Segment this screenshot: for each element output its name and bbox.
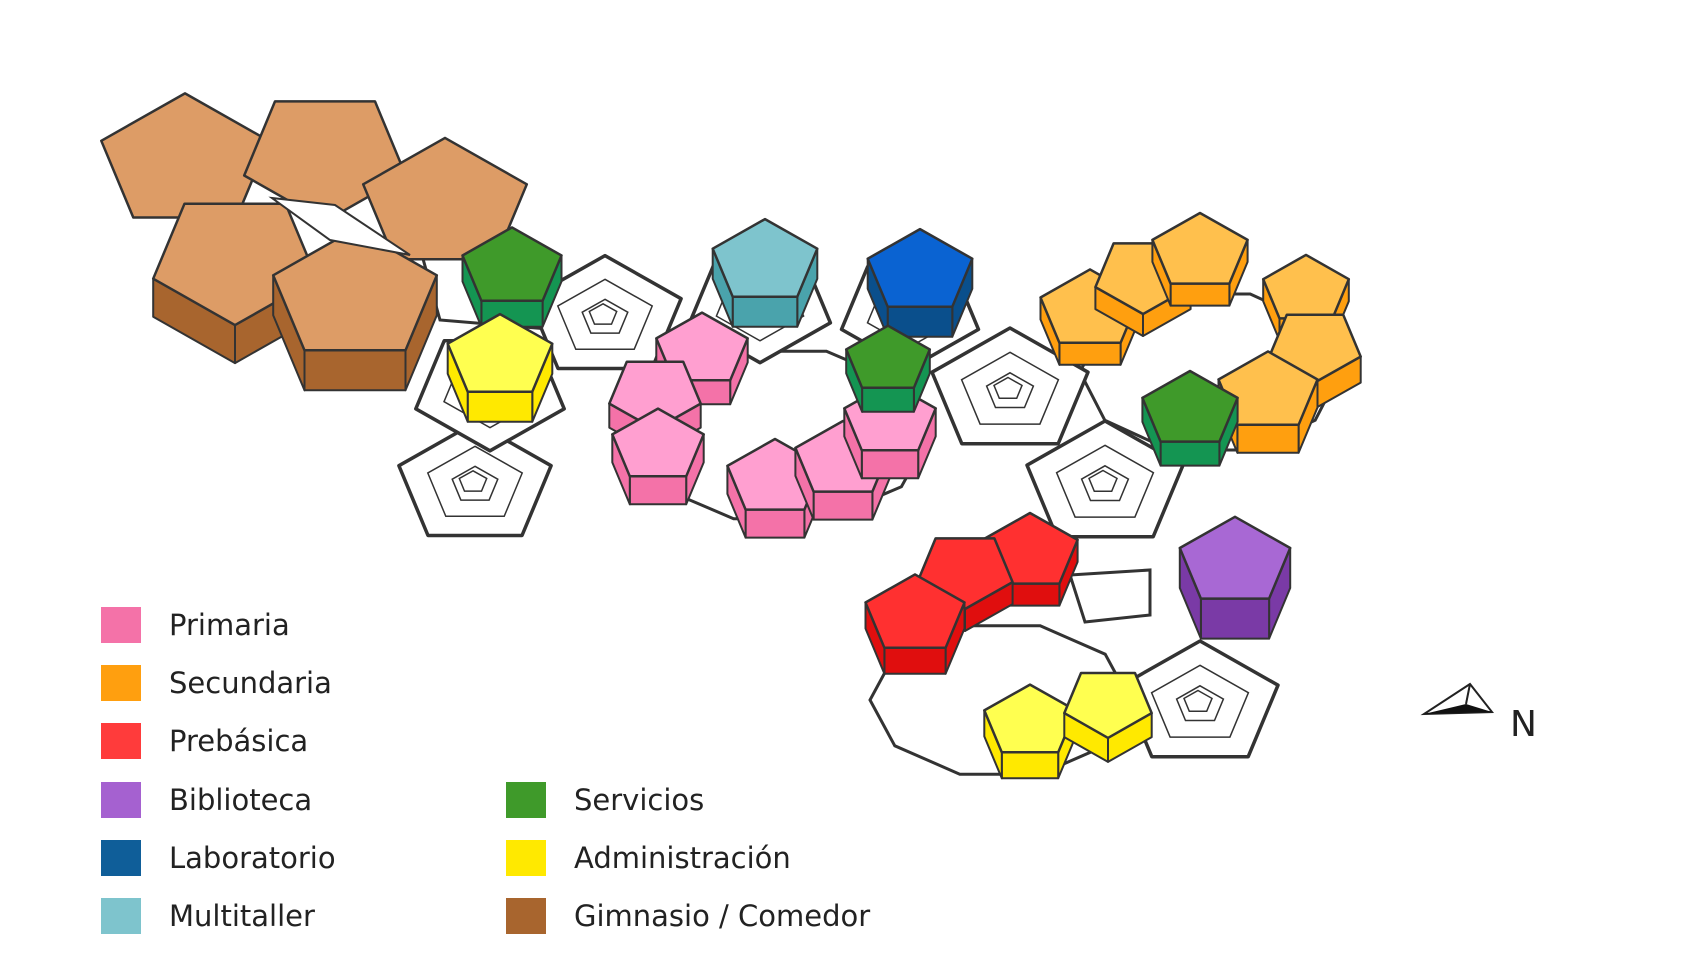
yellow-swatch (506, 840, 546, 876)
servicios-block-3-side (1159, 440, 1221, 467)
gimnasio-block-1 (100, 92, 270, 219)
secundaria-block-4-top (1261, 253, 1351, 320)
purple-swatch (101, 782, 141, 818)
gimnasio-block-5 (271, 227, 439, 392)
administracion-block-1-side (466, 390, 534, 423)
biblioteca-block (1178, 515, 1292, 640)
plaza-2-center (451, 465, 499, 501)
secundaria-block-3 (1151, 211, 1249, 307)
laboratorio-block (866, 227, 974, 338)
brown-swatch (506, 898, 546, 934)
plaza-3-center (985, 371, 1035, 409)
primaria-block-4-side (744, 508, 806, 539)
prebasica-block-3-top (864, 573, 966, 650)
north-label: N (1510, 704, 1537, 745)
legend-item-administracion: Administración (506, 838, 926, 878)
gimnasio-courtyard (268, 196, 411, 256)
legend-label: Biblioteca (169, 783, 313, 817)
plaza-2-outer (397, 420, 553, 538)
legend-item-gimnasio-comedor: Gimnasio / Comedor (506, 896, 926, 936)
administracion-block-1 (446, 312, 554, 423)
plaza-5-core (1183, 689, 1213, 713)
servicios-block-2-side (861, 386, 915, 413)
gimnasio-block-5-side (303, 349, 407, 392)
plaza-4-core (1088, 469, 1118, 493)
primaria-block-3-side (628, 475, 688, 506)
dark-blue-swatch (101, 840, 141, 876)
legend-item-secundaria: Secundaria (101, 663, 521, 703)
prebasica-block-3-side (883, 646, 947, 675)
legend-label: Multitaller (169, 899, 315, 933)
primaria-block-5-side (812, 490, 874, 521)
legend-item-primaria: Primaria (101, 605, 521, 645)
red-swatch (101, 723, 141, 759)
legend-label: Prebásica (169, 724, 309, 758)
legend-label: Administración (574, 841, 791, 875)
plaza-5-ring (1150, 664, 1250, 738)
legend-label: Laboratorio (169, 841, 336, 875)
gimnasio-block-3-top (361, 136, 529, 261)
legend-item-servicios: Servicios (506, 780, 926, 820)
legend-item-multitaller: Multitaller (101, 896, 521, 936)
biblioteca-block-side (1199, 597, 1271, 640)
gimnasio-block-1-top (100, 92, 270, 219)
legend-label: Primaria (169, 608, 290, 642)
plaza-3-core (993, 376, 1023, 400)
secundaria-block-6-side (1236, 423, 1300, 454)
plaza-4-ring (1055, 444, 1155, 518)
servicios-block-3 (1141, 369, 1239, 467)
servicios-block-2 (844, 324, 932, 413)
primaria-block-2-top (608, 360, 702, 431)
legend-item-prebasica: Prebásica (101, 721, 521, 761)
servicios-block-2-top (844, 324, 932, 390)
primaria-block-3-top (611, 407, 705, 478)
light-blue-swatch (101, 898, 141, 934)
legend-label: Servicios (574, 783, 705, 817)
building-blocks (100, 92, 1362, 780)
secundaria-block-6-top (1217, 350, 1319, 427)
legend-label: Gimnasio / Comedor (574, 899, 871, 933)
gimnasio-block-5-top (271, 227, 439, 352)
multitaller-block-top (711, 217, 819, 298)
connector-east (1067, 568, 1152, 624)
secundaria-block-3-top (1151, 211, 1249, 285)
plaza-2-ring (426, 445, 524, 518)
plaza-2 (397, 420, 553, 538)
plaza-2-core (458, 469, 488, 492)
legend-item-biblioteca: Biblioteca (101, 780, 521, 820)
laboratorio-block-top (866, 227, 974, 308)
administracion-block-3-top (1063, 671, 1153, 740)
pink-swatch (101, 607, 141, 643)
orange-swatch (101, 665, 141, 701)
prebasica-block-3 (864, 573, 966, 675)
plaza-1-core (588, 302, 618, 325)
plaza-3-ring (960, 351, 1060, 425)
multitaller-block-side (731, 295, 799, 328)
primaria-block-3 (611, 407, 705, 506)
legend-item-laboratorio: Laboratorio (101, 838, 521, 878)
administracion-block-3 (1063, 671, 1153, 763)
secundaria-block-1-side (1058, 341, 1122, 366)
secundaria-block-3-side (1169, 282, 1231, 307)
north-arrow-icon (1420, 682, 1495, 716)
green-swatch (506, 782, 546, 818)
plaza-1-center (581, 298, 629, 334)
servicios-block-3-top (1141, 369, 1239, 443)
administracion-block-1-top (446, 312, 554, 393)
legend-label: Secundaria (169, 666, 332, 700)
plaza-5-center (1175, 684, 1225, 722)
plaza-1 (527, 253, 683, 371)
multitaller-block (711, 217, 819, 328)
administracion-block-2-side (1000, 751, 1060, 780)
primaria-block-6-side (860, 449, 920, 480)
servicios-block-1-top (461, 226, 563, 303)
plaza-4-center (1080, 464, 1130, 502)
plaza-1-ring (556, 278, 654, 351)
biblioteca-block-top (1178, 515, 1292, 600)
